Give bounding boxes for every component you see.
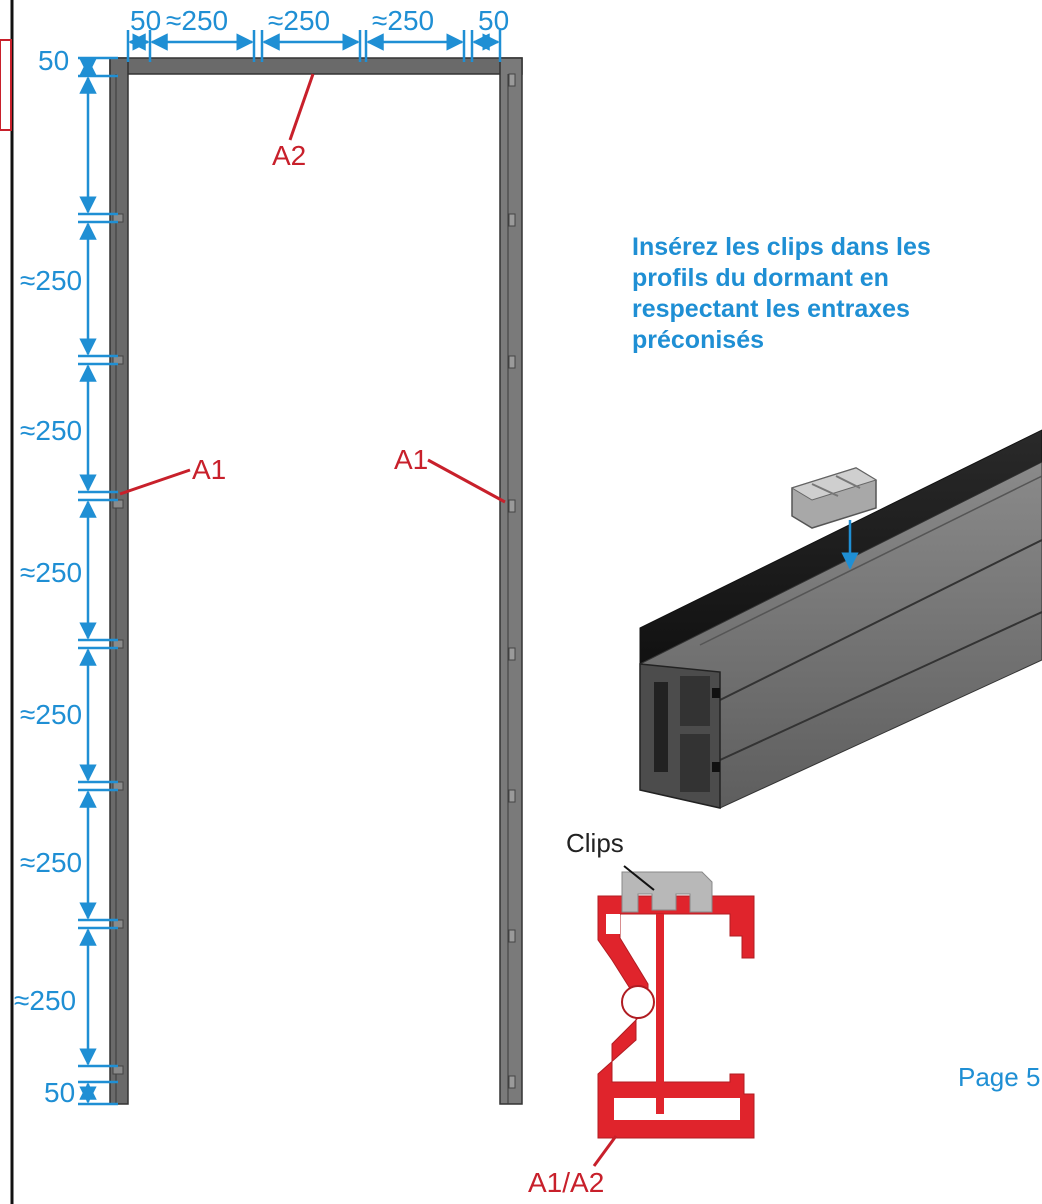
top-dim-label: ≈250 xyxy=(268,5,330,36)
a1-right-label: A1 xyxy=(394,444,428,475)
top-dim-label: 50 xyxy=(478,5,509,36)
clip-stud xyxy=(508,355,516,369)
clip-stud xyxy=(508,499,516,513)
frame-left-profile xyxy=(109,57,129,1105)
clip-stud xyxy=(508,789,516,803)
left-dim-label: ≈250 xyxy=(14,985,76,1016)
top-dim-label: ≈250 xyxy=(166,5,228,36)
a2-leader xyxy=(288,73,315,141)
frame-clip-studs xyxy=(112,73,516,1089)
left-dim-label: ≈250 xyxy=(20,699,82,730)
left-dim-label: 50 xyxy=(38,45,69,76)
clips-leader xyxy=(623,865,655,891)
a1a2-leader xyxy=(592,1135,618,1167)
a1a2-label: A1/A2 xyxy=(528,1167,604,1198)
instruction-text: Insérez les clips dans les profils du do… xyxy=(632,232,1012,356)
clip-stud xyxy=(508,929,516,943)
a1-right-leader xyxy=(427,458,506,504)
a2-label: A2 xyxy=(272,140,306,171)
instruction-line: respectant les entraxes xyxy=(632,295,910,323)
instruction-line: préconisés xyxy=(632,326,765,354)
a1-left-leader xyxy=(119,468,191,496)
clip-3d xyxy=(790,467,878,529)
left-dimension-chain: 50 ≈250 ≈250 ≈250 ≈250 ≈250 ≈250 50 xyxy=(14,45,118,1108)
instruction-line: Insérez les clips dans les xyxy=(632,233,931,261)
page-number: Page 5 xyxy=(958,1062,1041,1092)
left-dim-label: ≈250 xyxy=(20,415,82,446)
profile-3d-illustration xyxy=(639,429,1042,809)
a1-left-label: A1 xyxy=(192,454,226,485)
frame-top-profile xyxy=(109,57,523,75)
left-dim-label: 50 xyxy=(44,1077,75,1108)
cropped-red-box xyxy=(0,39,12,131)
instruction-line: profils du dormant en xyxy=(632,264,889,292)
top-dim-label: ≈250 xyxy=(372,5,434,36)
clip-stud xyxy=(508,647,516,661)
profile-cross-section xyxy=(597,895,755,1139)
clips-label: Clips xyxy=(566,828,624,858)
top-dim-label: 50 xyxy=(130,5,161,36)
left-dim-label: ≈250 xyxy=(20,265,82,296)
door-frame xyxy=(109,57,523,1105)
clip-stud xyxy=(508,213,516,227)
clip-stud xyxy=(508,73,516,87)
left-dim-label: ≈250 xyxy=(20,847,82,878)
clip-stud xyxy=(508,1075,516,1089)
clip-section xyxy=(621,871,713,913)
frame-right-profile xyxy=(499,57,523,1105)
left-dim-label: ≈250 xyxy=(20,557,82,588)
